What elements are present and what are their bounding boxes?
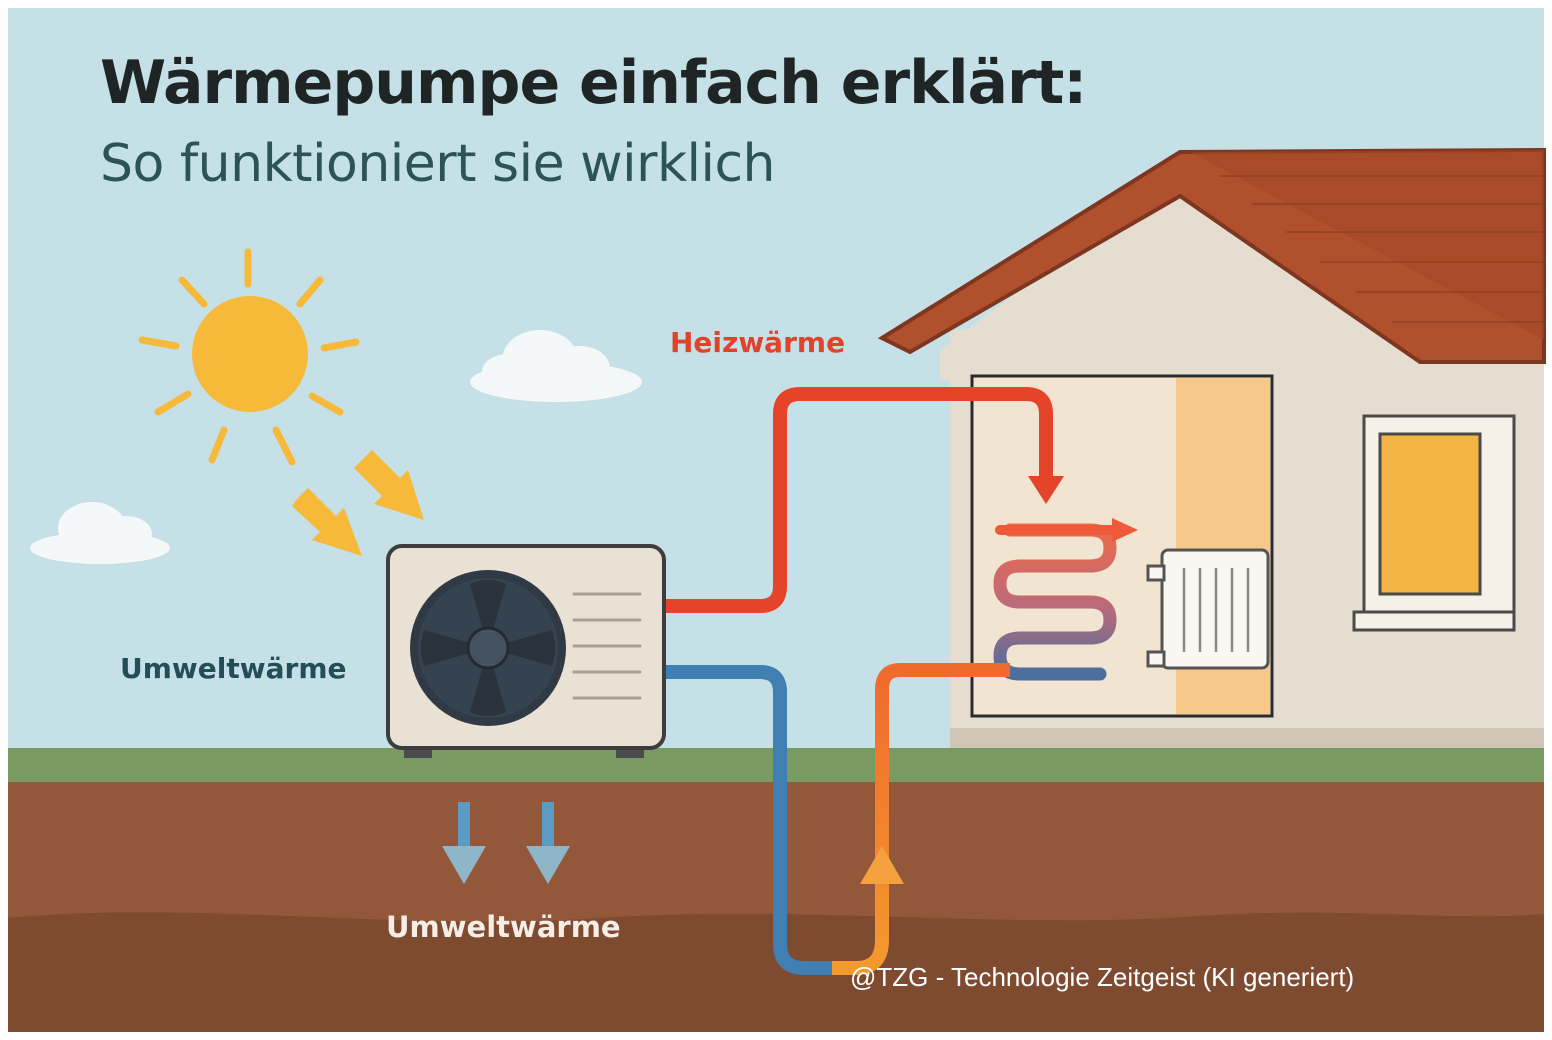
cold-pipe [664,665,832,975]
outdoor-unit [386,544,666,758]
label-umweltwaerme-luft: Umweltwärme [120,652,347,685]
arrow-icon [1112,518,1138,542]
page-subtitle: So funktioniert sie wirklich [100,134,776,194]
cloud-icon [30,502,170,564]
arrow-icon [860,846,904,884]
page-title: Wärmepumpe einfach erklärt: [100,48,1087,118]
radiator-icon [1146,548,1270,670]
label-heizwaerme: Heizwärme [670,326,846,359]
heat-exchanger-coil [993,523,1117,681]
fan-icon [410,570,566,726]
sun-heat-arrow-icon [292,450,424,556]
window [1352,414,1516,632]
credit-watermark: @TZG - Technologie Zeitgeist (KI generie… [850,962,1355,992]
ground-heat-arrow-icon [442,802,570,884]
arrow-icon [1028,476,1064,504]
sun-icon [138,248,360,466]
hot-supply-pipe [664,387,1053,613]
cloud-icon [470,330,642,402]
label-umweltwaerme-boden: Umweltwärme [386,910,621,944]
return-pipe [830,663,1010,975]
